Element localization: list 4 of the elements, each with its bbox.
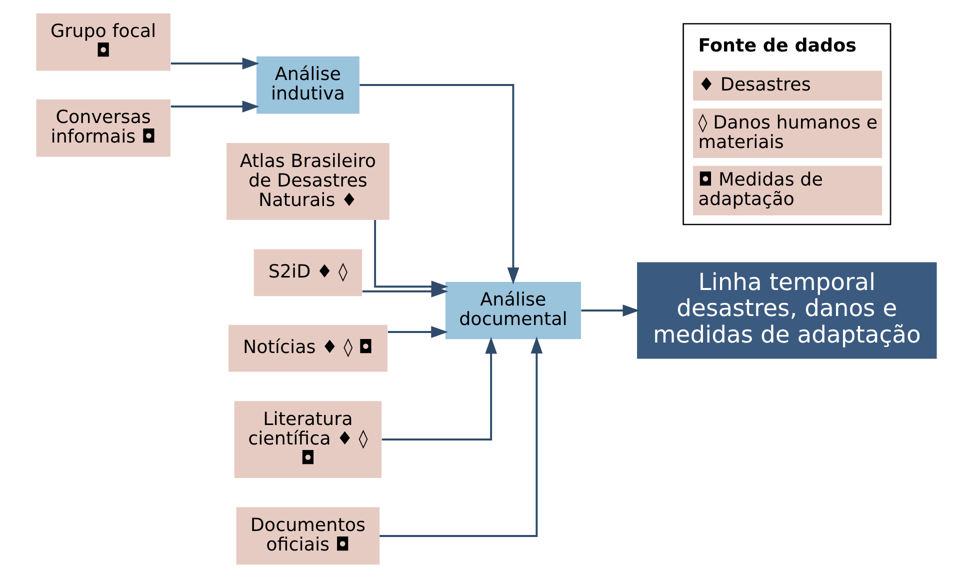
legend-label: ◊ Danos humanos e materiais bbox=[698, 112, 878, 153]
legend-label: ♦ Desastres bbox=[698, 74, 811, 96]
legend-label: ◘ Medidas de adaptação bbox=[698, 170, 823, 210]
label: Fonte de dados bbox=[698, 35, 857, 56]
